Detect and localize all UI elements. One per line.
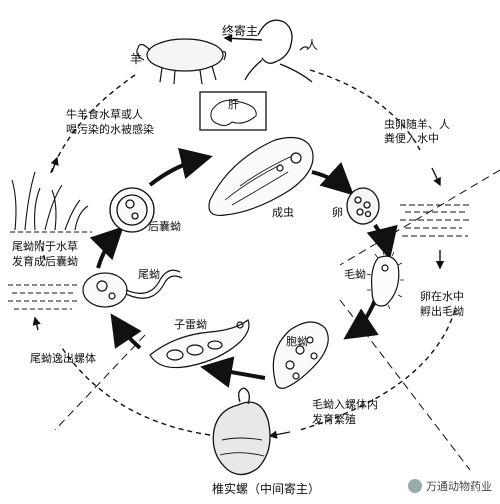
label-metacercaria: 后囊蚴 (148, 220, 181, 233)
human-icon (244, 19, 313, 83)
egg-icon (346, 187, 380, 225)
label-sheep: 羊 (130, 52, 143, 66)
liver-box (199, 91, 267, 131)
label-hatch-line2: 孵出毛蚴 (420, 305, 464, 318)
label-definitive-host: 终寄主 (222, 24, 259, 38)
watermark: 万通动物药业 (408, 478, 492, 494)
label-hatch-line1: 卵在水中 (420, 290, 464, 303)
label-eggs-out-line1: 虫卵随羊、人 (384, 118, 450, 131)
watermark-logo-icon (408, 479, 422, 493)
label-enter-snail-line1: 毛蚴入螺体内 (312, 398, 378, 411)
label-infection-line1: 牛羊食水草或人 (66, 108, 143, 121)
adult-fluke-icon (208, 137, 314, 217)
sporocyst-icon (272, 321, 329, 389)
label-miracidium: 毛蚴 (344, 268, 366, 281)
label-adult: 成虫 (272, 206, 294, 219)
label-redia: 子雷蚴 (174, 318, 207, 331)
label-sporocyst: 胞蚴 (286, 335, 308, 348)
miracidium-icon (366, 249, 404, 310)
label-intermediate-host: 椎实螺（中间寄主） (212, 482, 321, 496)
sheep-icon (136, 38, 227, 85)
inner-cycle-arrows (89, 147, 398, 388)
water-plant-icon (10, 171, 92, 233)
label-liver: 肝 (228, 98, 239, 111)
label-cercaria-leave: 尾蚴逸出螺体 (30, 352, 96, 365)
watermark-text: 万通动物药业 (426, 480, 492, 493)
snail-icon (212, 387, 271, 476)
label-cercaria: 尾蚴 (138, 268, 160, 281)
outer-cycle-arrows (32, 34, 445, 439)
label-encyst-line1: 尾蚴附于水草 (12, 240, 78, 253)
label-egg: 卵 (332, 206, 343, 219)
metacercaria-icon (109, 187, 155, 233)
divider-lines (54, 169, 500, 471)
redia-icon (149, 319, 250, 369)
label-eggs-out-line2: 粪便入水中 (384, 132, 439, 145)
water-icon-right (400, 204, 470, 237)
label-infection-line2: 喝污染的水被感染 (66, 123, 154, 136)
label-encyst-line2: 发育成后囊蚴 (12, 255, 78, 268)
label-enter-snail-line2: 发育繁殖 (312, 413, 356, 426)
water-icon-left (8, 284, 80, 310)
cercaria-icon (82, 269, 183, 308)
label-human: 人 (306, 38, 319, 52)
